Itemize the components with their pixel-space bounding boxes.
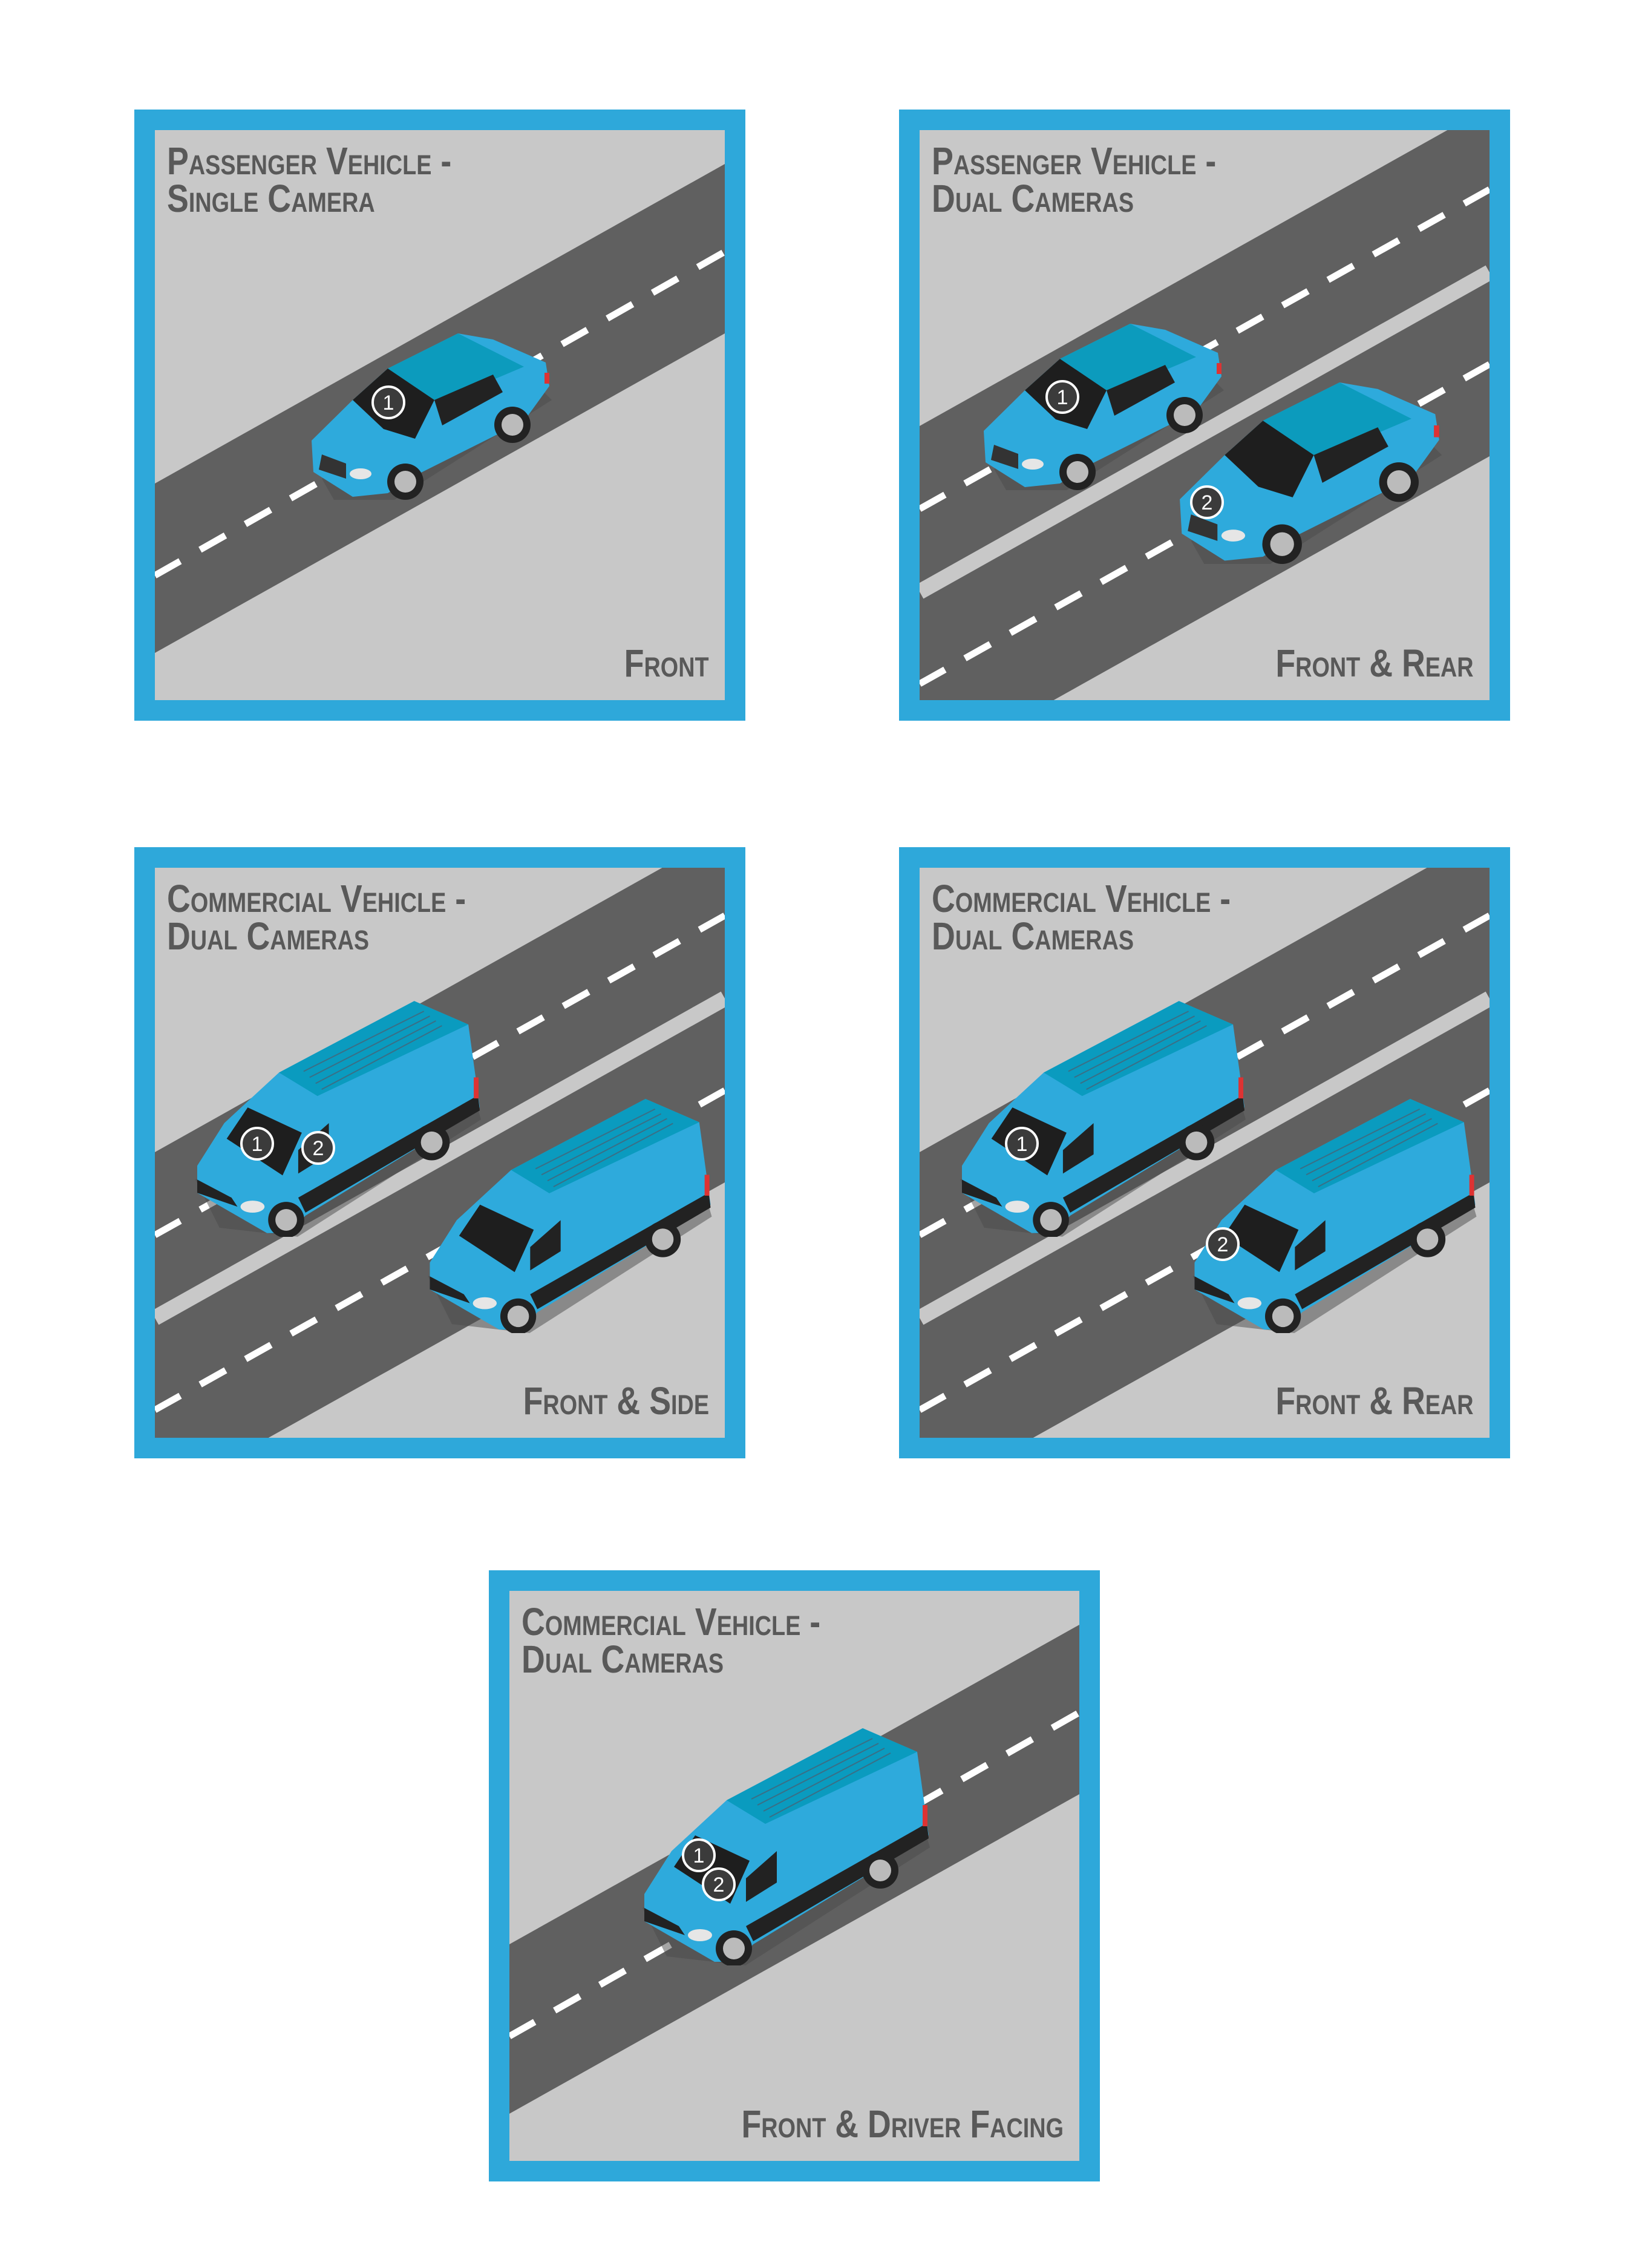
scene-illustration: 1 [155, 164, 725, 653]
camera-marker: 1 [1045, 380, 1079, 414]
panel-title: Commercial Vehicle -Dual Cameras [167, 877, 466, 958]
panel-title: Commercial Vehicle -Dual Cameras [522, 1600, 821, 1681]
camera-marker: 2 [301, 1131, 335, 1165]
svg-text:1: 1 [1016, 1133, 1028, 1156]
camera-marker: 1 [240, 1127, 274, 1161]
camera-marker: 1 [371, 385, 405, 419]
camera-marker: 2 [1190, 485, 1224, 519]
svg-text:2: 2 [313, 1137, 324, 1160]
scene-illustration: 1 2 [155, 868, 725, 1438]
camera-marker: 2 [1206, 1227, 1240, 1261]
svg-text:2: 2 [1202, 491, 1213, 514]
svg-text:2: 2 [713, 1873, 725, 1896]
camera-position-label: Front [624, 641, 709, 685]
panel-title: Passenger Vehicle -Dual Cameras [932, 139, 1217, 220]
svg-text:1: 1 [1057, 386, 1068, 409]
scene-illustration: 1 2 [920, 868, 1490, 1438]
camera-position-label: Front & Driver Facing [741, 2102, 1064, 2146]
scene-illustration: 1 2 [509, 1625, 1079, 2114]
panel-commercial-driver-facing: 1 2 Commercial Vehicle -Dual Cameras Fro… [489, 1570, 1100, 2181]
panel-commercial-front-side: 1 2 Commercial Vehicle -Dual Cameras Fro… [134, 847, 745, 1458]
scene-illustration: 1 2 [920, 130, 1490, 700]
panel-passenger-dual: 1 2 Passenger Vehicle -Dual Cameras Fron… [899, 110, 1510, 721]
panel-title: Passenger Vehicle -Single Camera [167, 139, 452, 220]
svg-text:2: 2 [1217, 1233, 1229, 1256]
road-divider [920, 265, 1490, 599]
panel-commercial-front-rear: 1 2 Commercial Vehicle -Dual Cameras Fro… [899, 847, 1510, 1458]
camera-position-label: Front & Rear [1275, 1379, 1474, 1423]
camera-marker: 1 [1005, 1127, 1039, 1161]
panel-passenger-single: 1 Passenger Vehicle -Single Camera Front [134, 110, 745, 721]
svg-text:1: 1 [252, 1133, 263, 1156]
camera-position-label: Front & Rear [1275, 641, 1474, 685]
car-front-view [312, 333, 552, 500]
camera-marker: 2 [702, 1867, 736, 1901]
camera-marker: 1 [682, 1838, 716, 1872]
svg-text:1: 1 [383, 392, 394, 415]
panel-title: Commercial Vehicle -Dual Cameras [932, 877, 1231, 958]
camera-position-label: Front & Side [523, 1379, 709, 1423]
svg-text:1: 1 [693, 1844, 705, 1867]
